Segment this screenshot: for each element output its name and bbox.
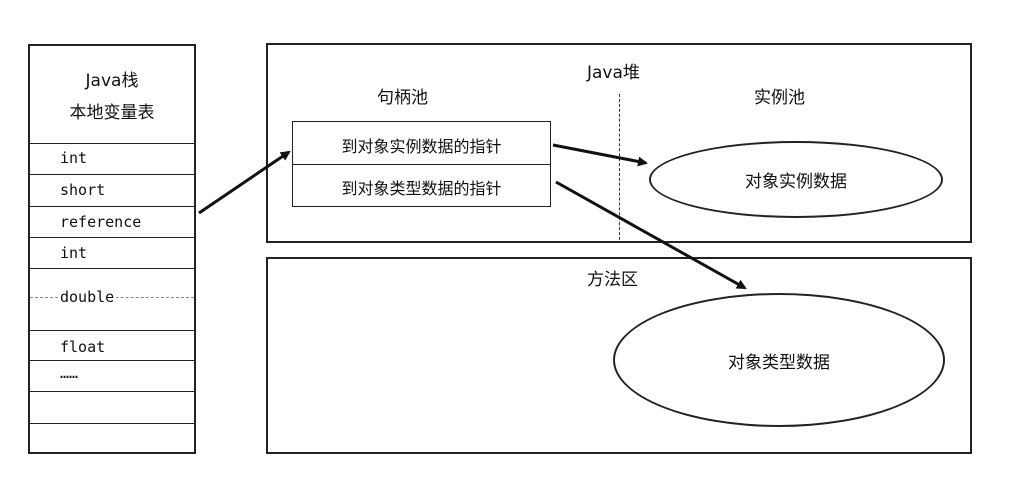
handle-to-instance-arrow [552,143,648,167]
slot-ellipsis: …… [60,364,79,382]
instance-data-ellipse: 对象实例数据 [649,141,943,218]
row-divider [30,423,194,424]
row-divider [30,391,194,392]
slot-int-2: int [60,244,88,262]
local-variable-table-title: 本地变量表 [69,103,155,123]
slot-short: short [60,181,106,199]
instance-data-pointer: 到对象实例数据的指针 [341,137,502,156]
type-data-pointer: 到对象类型数据的指针 [341,179,502,198]
java-heap-region [266,43,972,243]
slot-reference: reference [60,213,142,231]
stack-title: Java栈 [85,71,139,91]
slot-int: int [60,149,88,167]
handle-entry: 到对象实例数据的指针 到对象类型数据的指针 [292,121,551,207]
heap-title: Java堆 [587,63,640,83]
row-divider [30,143,194,144]
reference-to-handle-arrow [198,150,291,215]
type-data-label: 对象类型数据 [728,352,830,373]
instance-data-label: 对象实例数据 [745,172,847,192]
type-data-ellipse: 对象类型数据 [613,293,945,427]
row-divider [30,360,194,361]
method-area-title: 方法区 [587,270,638,290]
instance-pool-label: 实例池 [754,88,805,108]
row-divider [30,206,194,207]
handle-pool-label: 句柄池 [377,88,428,108]
row-divider [30,268,194,269]
pool-divider [619,94,620,240]
method-area-region [266,257,972,454]
handle-row-divider [293,164,550,165]
java-stack: Java栈 本地变量表 int short reference int doub… [28,44,196,454]
row-divider [30,174,194,175]
row-divider [30,237,194,238]
slot-float: float [60,338,106,356]
slot-double: double [58,288,117,306]
handle-to-type-arrow [555,180,747,290]
row-divider [30,330,194,331]
